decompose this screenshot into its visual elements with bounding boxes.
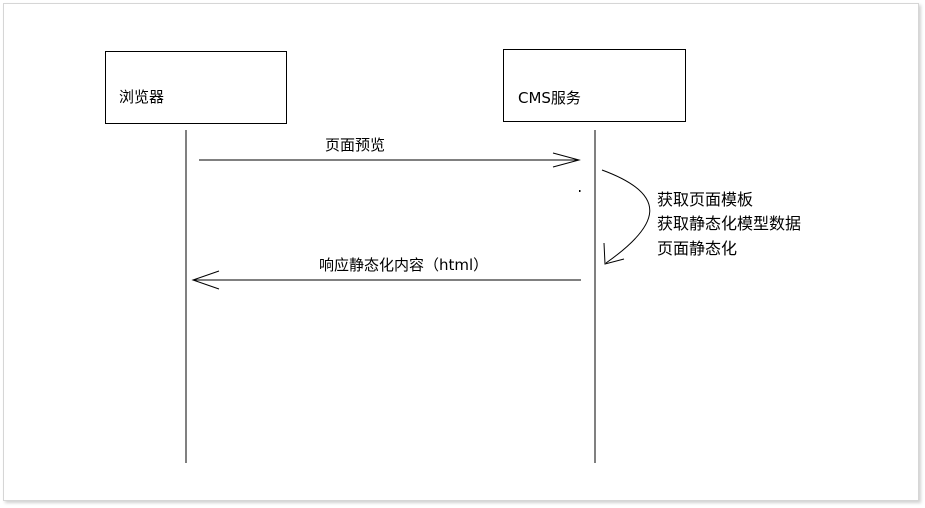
response-arrowhead	[191, 270, 220, 290]
request-arrowhead	[552, 152, 581, 168]
self-process-arrowhead	[603, 242, 625, 265]
note-line-3: 页面静态化	[657, 239, 738, 258]
participant-browser-box	[105, 51, 287, 124]
note-line-1: 获取页面模板	[657, 190, 754, 209]
response-message-label: 响应静态化内容（html）	[319, 256, 489, 274]
note-line-2: 获取静态化模型数据	[657, 214, 802, 233]
participant-browser-label: 浏览器	[119, 88, 165, 106]
self-process-curve	[601, 169, 651, 264]
stray-dot	[579, 190, 581, 192]
participant-cms-label: CMS服务	[518, 89, 581, 107]
participant-cms-box	[503, 49, 686, 122]
request-message-label: 页面预览	[325, 136, 386, 154]
